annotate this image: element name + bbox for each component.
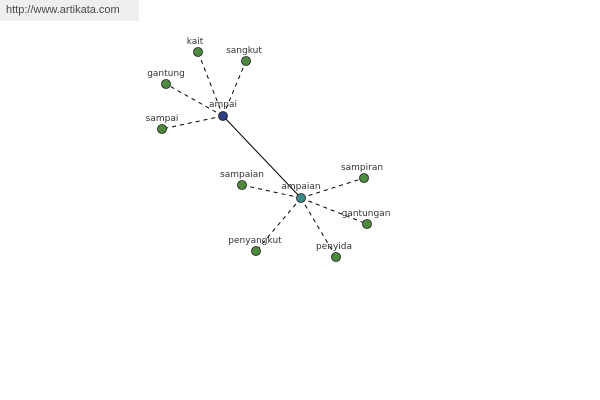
leaf-node-kait[interactable] xyxy=(193,47,203,57)
leaf-node-gantung[interactable] xyxy=(161,79,171,89)
leaf-label-sampiran[interactable]: sampiran xyxy=(341,163,383,173)
leaf-node-sangkut[interactable] xyxy=(241,56,251,66)
graph-nodes xyxy=(157,47,372,262)
leaf-node-penyangkut[interactable] xyxy=(251,246,261,256)
leaf-label-kait[interactable]: kait xyxy=(187,37,204,47)
leaf-node-penyida[interactable] xyxy=(331,252,341,262)
edge-ampaian-penyangkut xyxy=(255,197,302,252)
edge-ampaian-gantungan xyxy=(300,197,368,225)
hub-node-ampaian[interactable] xyxy=(296,193,306,203)
edge-ampaian-sampaian xyxy=(241,184,302,199)
leaf-label-sangkut[interactable]: sangkut xyxy=(226,46,262,56)
hub-label-ampai[interactable]: ampai xyxy=(209,100,237,110)
graph-labels: kait sangkut gantung sampai sampaian sampiran… xyxy=(146,37,391,252)
leaf-label-sampaian[interactable]: sampaian xyxy=(220,170,264,180)
source-url-banner[interactable]: http://www.artikata.com xyxy=(0,0,139,21)
leaf-node-sampaian[interactable] xyxy=(237,180,247,190)
edge-ampai-sampai xyxy=(161,115,224,130)
leaf-node-sampiran[interactable] xyxy=(359,173,369,183)
edge-ampai-gantung xyxy=(165,83,224,117)
leaf-label-penyida[interactable]: penyida xyxy=(316,242,352,252)
leaf-label-gantung[interactable]: gantung xyxy=(147,69,185,79)
edge-ampai-ampaian xyxy=(222,115,302,199)
leaf-label-sampai[interactable]: sampai xyxy=(146,114,179,124)
hub-node-ampai[interactable] xyxy=(218,111,228,121)
edge-ampai-kait xyxy=(197,51,224,117)
leaf-label-gantungan[interactable]: gantungan xyxy=(342,209,391,219)
edge-ampaian-sampiran xyxy=(300,177,365,199)
leaf-node-sampai[interactable] xyxy=(157,124,167,134)
edge-ampai-sangkut xyxy=(222,60,247,117)
edge-ampaian-penyida xyxy=(300,197,337,258)
leaf-node-gantungan[interactable] xyxy=(362,219,372,229)
graph-edges xyxy=(161,51,368,258)
leaf-label-penyangkut[interactable]: penyangkut xyxy=(228,236,282,246)
hub-label-ampaian[interactable]: ampaian xyxy=(281,182,320,192)
